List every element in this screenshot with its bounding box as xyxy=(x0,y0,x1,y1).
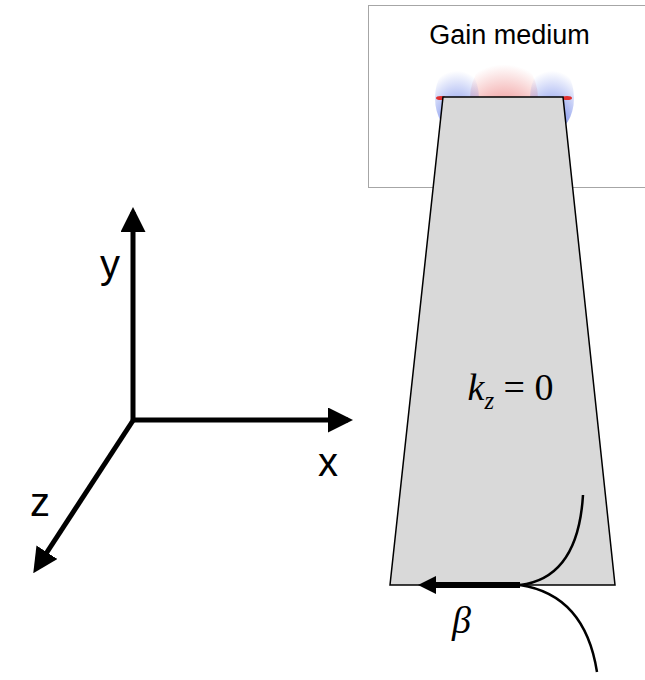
axis-label: x xyxy=(318,440,338,485)
propagation-constant-label: β xyxy=(452,598,471,642)
axis-label: z xyxy=(30,480,50,525)
y-axis xyxy=(131,212,136,420)
dispersion-curve xyxy=(520,495,583,585)
axis-label: y xyxy=(100,242,120,287)
trapezoid-shape xyxy=(390,97,615,585)
x-axis xyxy=(131,418,348,423)
beta-arrow xyxy=(432,582,520,588)
region-label: Gain medium xyxy=(369,20,645,51)
trapezoid-outline xyxy=(390,97,615,585)
dispersion-curve xyxy=(520,585,597,672)
z-axis xyxy=(36,419,134,569)
beta-arrowhead xyxy=(418,576,436,594)
waveguide-trapezoid: kz = 0 xyxy=(390,97,631,585)
condition-label: kz = 0 xyxy=(390,365,631,415)
